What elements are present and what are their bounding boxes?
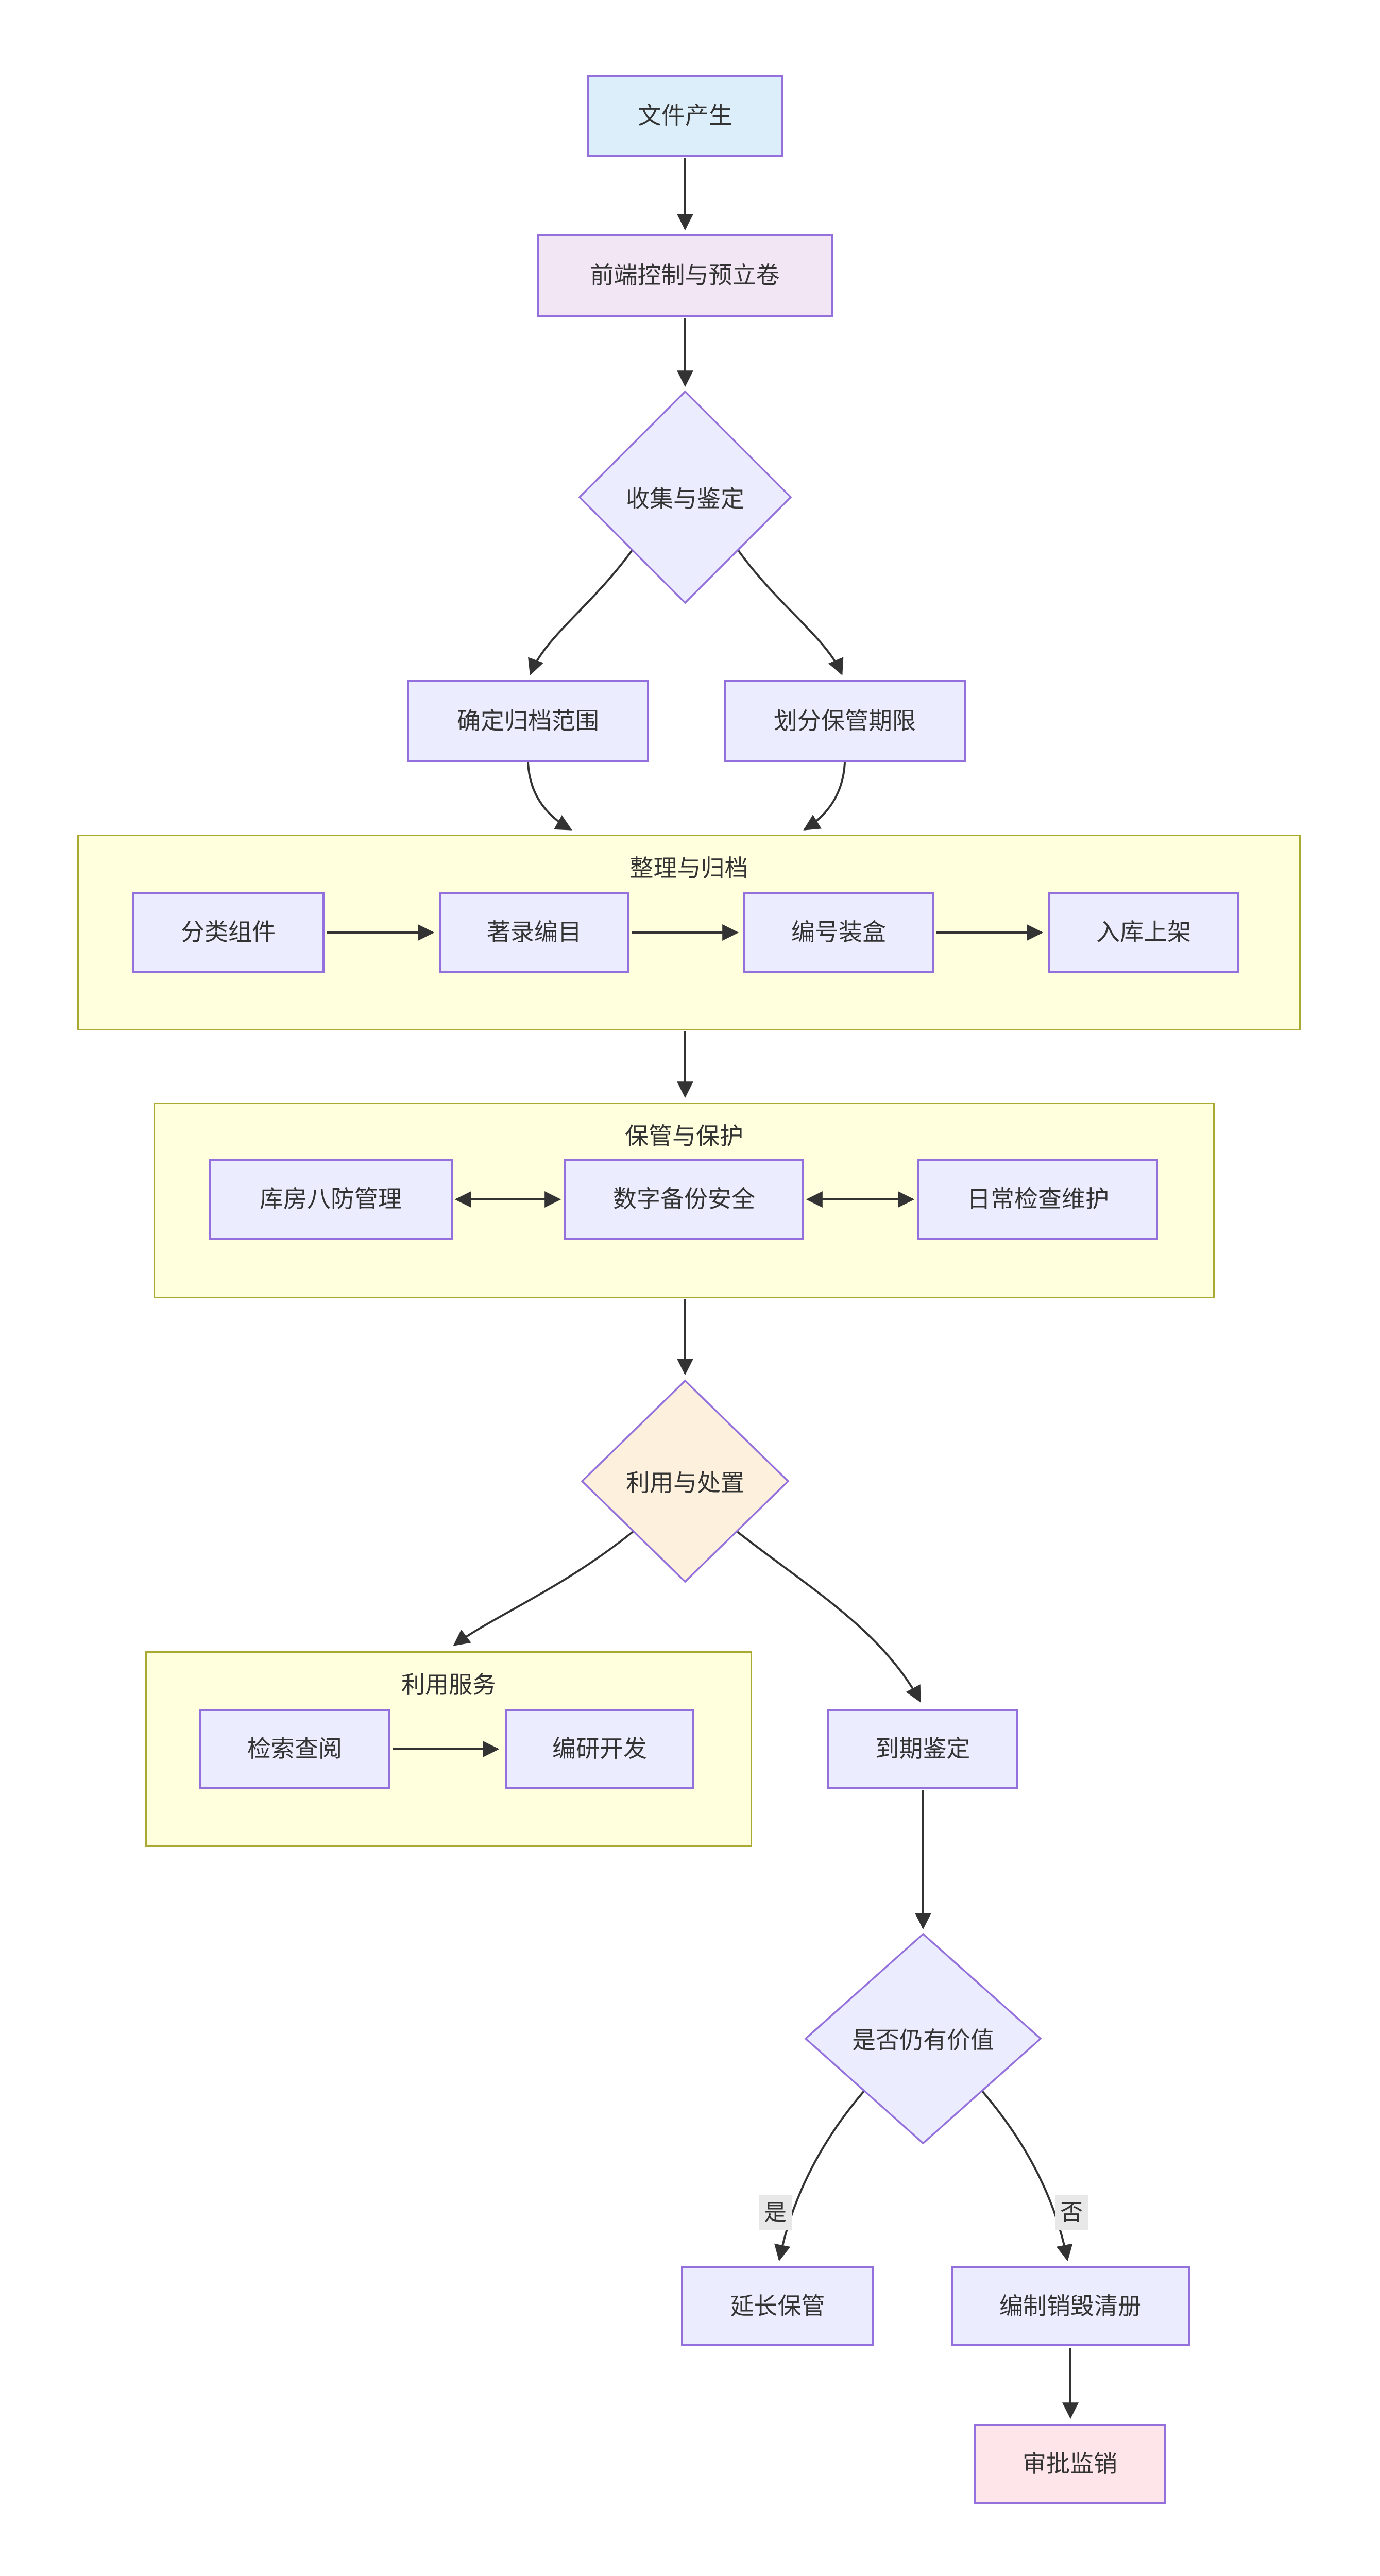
node-period-label: 划分保管期限	[774, 707, 916, 735]
diamond-use-disposal-label: 利用与处置	[626, 1469, 744, 1496]
node-scope: 确定归档范围	[407, 680, 649, 762]
edge-usedisposal-expiry	[736, 1530, 921, 1703]
subgraph-organize-title: 整理与归档	[629, 855, 748, 882]
node-doc-gen: 文件产生	[587, 75, 783, 157]
node-boxing-label: 编号装盒	[791, 919, 886, 946]
subgraph-service-title: 利用服务	[401, 1671, 496, 1698]
node-shelving: 入库上架	[1048, 892, 1239, 973]
node-catalog: 著录编目	[439, 892, 629, 973]
node-digital-label: 数字备份安全	[613, 1185, 755, 1213]
node-digital: 数字备份安全	[564, 1159, 804, 1240]
edge-label-yes: 是	[759, 2195, 792, 2231]
node-warehouse: 库房八防管理	[209, 1159, 453, 1240]
node-period: 划分保管期限	[724, 680, 966, 762]
edge-label-no: 否	[1055, 2195, 1088, 2231]
diamond-value-check	[804, 1933, 1042, 2145]
node-expiry-label: 到期鉴定	[875, 1735, 970, 1762]
node-boxing: 编号装盒	[743, 892, 934, 973]
node-front-control-label: 前端控制与预立卷	[590, 262, 780, 289]
node-extend: 延长保管	[681, 2266, 874, 2346]
edge-valuecheck-extend	[774, 2090, 865, 2262]
node-front-control: 前端控制与预立卷	[537, 234, 833, 317]
node-approval-label: 审批监销	[1023, 2450, 1117, 2477]
diamond-use-disposal	[581, 1379, 790, 1583]
edge-collect-period	[737, 549, 844, 675]
diamond-collect-label: 收集与鉴定	[626, 485, 744, 512]
node-scope-label: 确定归档范围	[457, 707, 599, 735]
diamond-value-check-label: 是否仍有价值	[852, 2027, 994, 2054]
diamond-collect	[578, 390, 792, 604]
edge-usedisposal-service	[453, 1530, 635, 1646]
node-research: 编研开发	[505, 1709, 694, 1789]
node-expiry: 到期鉴定	[827, 1709, 1018, 1789]
node-destroy-list-label: 编制销毁清册	[999, 2292, 1142, 2319]
node-classify: 分类组件	[132, 892, 325, 973]
edge-valuecheck-destroylist	[981, 2090, 1073, 2262]
node-shelving-label: 入库上架	[1096, 919, 1191, 946]
node-inspection-label: 日常检查维护	[967, 1185, 1109, 1213]
node-destroy-list: 编制销毁清册	[951, 2266, 1190, 2346]
edge-period-organize	[803, 762, 846, 831]
edge-collect-scope	[528, 549, 633, 675]
node-inspection: 日常检查维护	[917, 1159, 1158, 1240]
node-research-label: 编研开发	[552, 1735, 647, 1762]
edge-scope-organize	[527, 762, 572, 831]
node-retrieval: 检索查阅	[199, 1709, 390, 1789]
node-classify-label: 分类组件	[181, 919, 276, 946]
subgraph-storage-title: 保管与保护	[625, 1123, 743, 1149]
node-extend-label: 延长保管	[730, 2292, 825, 2319]
node-catalog-label: 著录编目	[487, 919, 582, 946]
node-warehouse-label: 库房八防管理	[260, 1185, 402, 1213]
node-doc-gen-label: 文件产生	[638, 102, 732, 129]
node-approval: 审批监销	[974, 2424, 1166, 2504]
node-retrieval-label: 检索查阅	[247, 1735, 342, 1762]
